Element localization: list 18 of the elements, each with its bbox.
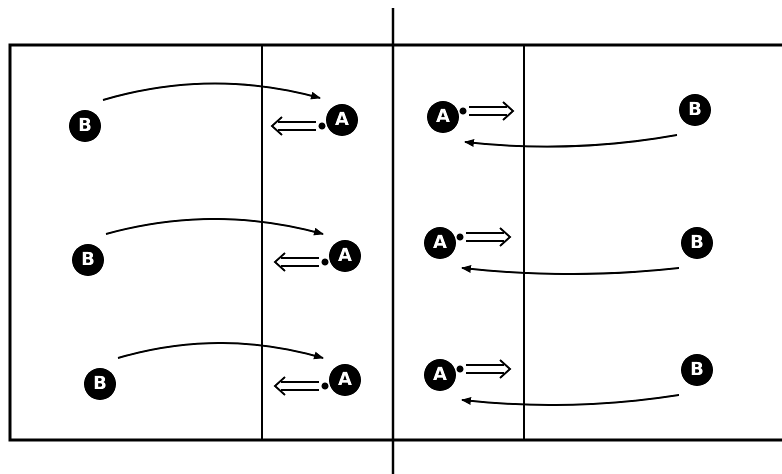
arrow bbox=[106, 218, 324, 236]
player-circle: A bbox=[329, 364, 361, 396]
player-circle: B bbox=[681, 354, 713, 386]
arrow bbox=[461, 264, 680, 275]
player-circle: A bbox=[424, 359, 456, 391]
player-circle: A bbox=[427, 101, 459, 133]
arrow bbox=[102, 82, 321, 101]
player-circle: B bbox=[681, 227, 713, 259]
player-circle: A bbox=[329, 240, 361, 272]
arrow bbox=[461, 394, 680, 406]
player-circle: B bbox=[679, 94, 711, 126]
player-circle: A bbox=[424, 227, 456, 259]
player-circle: A bbox=[326, 104, 358, 136]
player-circle: B bbox=[69, 110, 101, 142]
player-circle: B bbox=[84, 368, 116, 400]
arrow bbox=[118, 342, 324, 360]
arrow bbox=[464, 134, 678, 148]
player-circle: B bbox=[72, 244, 104, 276]
